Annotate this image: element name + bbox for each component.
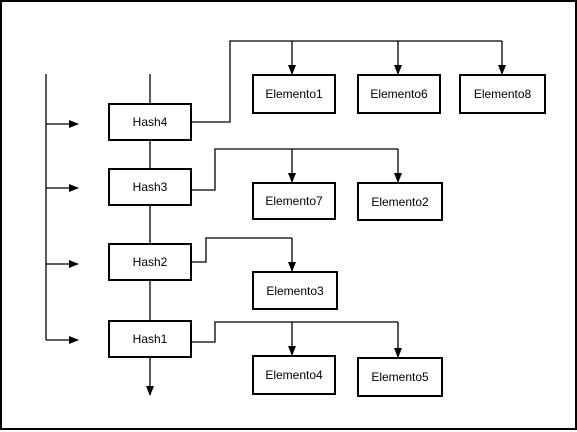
elemento3-box: Elemento3	[252, 271, 338, 310]
elemento1-box: Elemento1	[252, 74, 336, 114]
elemento7-box: Elemento7	[252, 182, 336, 220]
elemento8-label: Elemento8	[473, 87, 532, 101]
hash3-box: Hash3	[108, 168, 192, 206]
elemento6-label: Elemento6	[370, 87, 428, 101]
elemento7-label: Elemento7	[265, 194, 323, 208]
hash3-label: Hash3	[132, 180, 168, 194]
elemento6-box: Elemento6	[357, 74, 441, 114]
hash4-label: Hash4	[132, 115, 168, 129]
elemento2-box: Elemento2	[357, 182, 443, 221]
elemento4-label: Elemento4	[265, 368, 323, 382]
elemento1-label: Elemento1	[265, 87, 323, 101]
elemento2-label: Elemento2	[371, 194, 429, 209]
hash4-box: Hash4	[108, 103, 192, 141]
hash3-connector	[192, 148, 398, 191]
hash4-connector	[192, 40, 502, 123]
hash2-connector	[192, 237, 292, 263]
elemento5-label: Elemento5	[371, 370, 429, 384]
hash1-box: Hash1	[108, 320, 192, 358]
hash2-label: Hash2	[132, 255, 168, 269]
hash1-label: Hash1	[132, 332, 168, 346]
hash1-connector	[192, 321, 398, 343]
elemento4-box: Elemento4	[252, 355, 336, 395]
elemento8-box: Elemento8	[459, 74, 546, 114]
hash2-box: Hash2	[108, 243, 192, 281]
elemento5-box: Elemento5	[357, 357, 443, 397]
elemento3-label: Elemento3	[266, 283, 324, 298]
